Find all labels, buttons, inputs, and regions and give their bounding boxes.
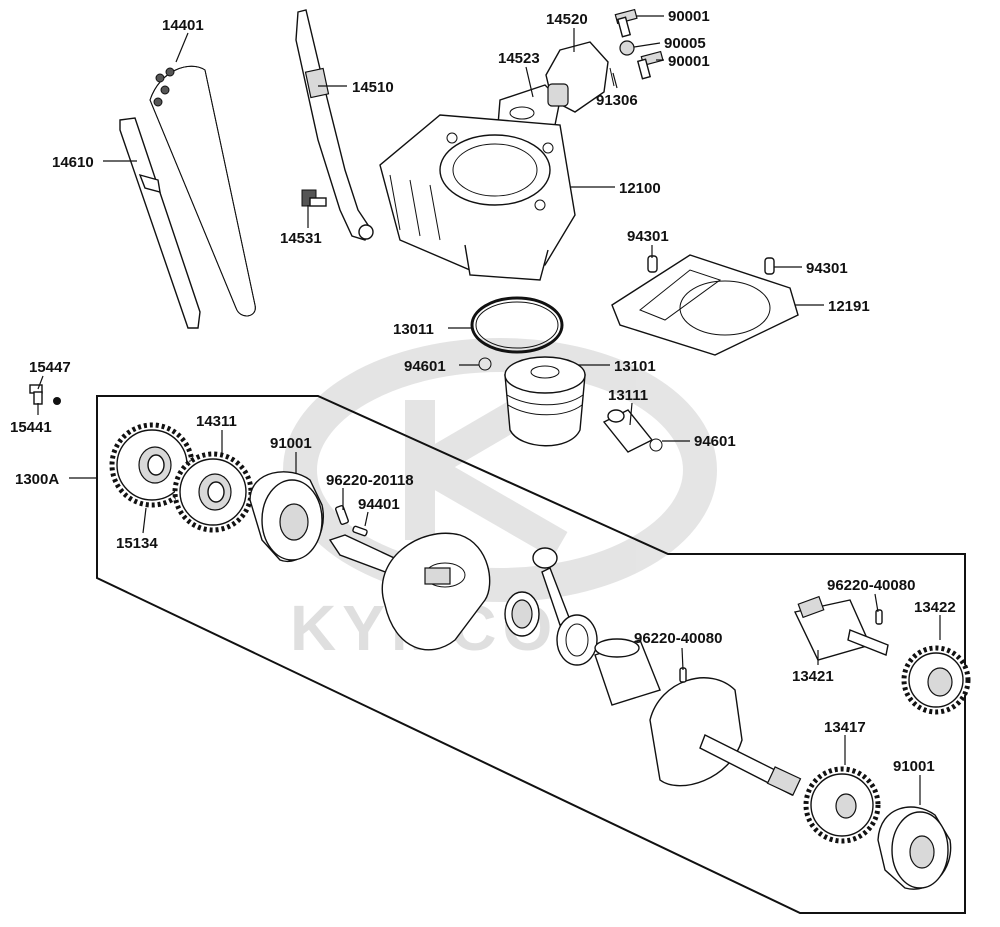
label-94401: 94401 [358,496,400,513]
label-90005: 90005 [664,35,706,52]
cylinder-gasket [611,254,799,356]
small-bolt-15441 [29,384,61,405]
cylinder-block [379,114,576,281]
crank-pin-bearing [504,591,540,637]
label-90001-top: 90001 [668,8,710,25]
label-12100: 12100 [619,180,661,197]
part-labels: 14401 14510 14610 14531 14520 14523 9000… [10,8,956,775]
label-13422: 13422 [914,599,956,616]
label-15134: 15134 [116,535,158,552]
label-96220-40080-center: 96220-40080 [634,630,722,647]
label-13011: 13011 [393,321,434,338]
label-15447: 15447 [29,359,71,376]
label-14510: 14510 [352,79,394,96]
label-90001-bottom: 90001 [668,53,710,70]
chain-guide [119,117,201,329]
label-14523: 14523 [498,50,540,67]
label-14311: 14311 [196,413,237,430]
piston [504,356,586,447]
piston-ring-set [470,296,564,354]
label-94601-right: 94601 [694,433,736,450]
crankshaft-right [649,677,802,797]
gear-14311 [172,451,254,533]
label-14610: 14610 [52,154,94,171]
label-94301-right: 94301 [806,260,848,277]
gear-13417 [803,766,881,844]
bolt-14531 [301,189,327,207]
label-94301-left: 94301 [627,228,669,245]
label-13101: 13101 [614,358,656,375]
label-96220-40080-right: 96220-40080 [827,577,915,594]
label-91306: 91306 [596,92,638,109]
label-14531: 14531 [280,230,322,247]
bearing-91001-right [877,806,952,890]
label-13417: 13417 [824,719,866,736]
balancer-shaft [793,595,889,661]
gear-15134 [109,422,195,508]
label-96220-20118: 96220-20118 [326,472,414,489]
label-14401: 14401 [162,17,204,34]
tensioner-bolts [609,8,664,87]
timing-chain [149,65,256,317]
label-94601-left: 94601 [404,358,446,375]
gear-13422 [901,645,971,715]
piston-pin-clips [478,357,663,452]
label-14520: 14520 [546,11,588,28]
crankshaft-left [328,532,491,651]
connecting-rod [532,547,598,666]
label-91001-right: 91001 [893,758,935,775]
leader-lines [37,15,941,805]
label-1300A: 1300A [15,471,59,488]
bearing-91001-left [249,471,325,563]
chain-tensioner-guide [295,9,374,241]
woodruff-key [335,505,368,537]
crank-pin [594,638,661,706]
right-key [679,609,883,683]
label-91001-left: 91001 [270,435,312,452]
label-13111: 13111 [608,387,648,404]
label-12191: 12191 [828,298,870,315]
label-15441: 15441 [10,419,52,436]
piston-pin [602,409,654,453]
label-13421: 13421 [792,668,834,685]
assembly-1300a-box [96,395,966,914]
